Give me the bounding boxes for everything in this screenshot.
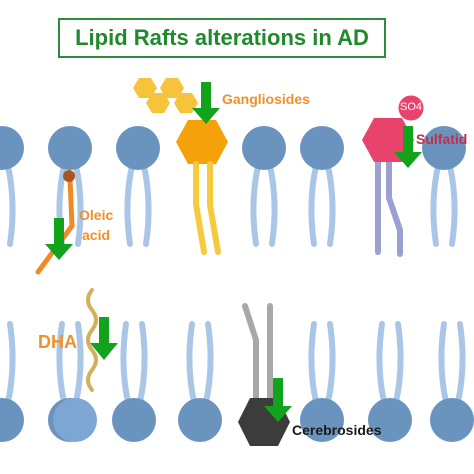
phospholipid bbox=[422, 126, 466, 247]
phospholipid bbox=[300, 126, 344, 247]
cerebrosides-label: Cerebrosides bbox=[292, 422, 382, 438]
sulfatide-head bbox=[362, 118, 414, 162]
oleic-acid-head bbox=[63, 170, 75, 182]
ganglioside-tail bbox=[207, 161, 221, 255]
phospholipid-head bbox=[300, 398, 344, 442]
phospholipid bbox=[178, 321, 222, 442]
cerebroside-molecule bbox=[238, 303, 290, 446]
oleic-acid-molecule bbox=[35, 170, 75, 275]
ganglioside-tail bbox=[193, 161, 207, 255]
phospholipid bbox=[48, 126, 92, 247]
upper-leaflet bbox=[0, 126, 466, 247]
phospholipid-head bbox=[242, 126, 286, 170]
phospholipid-head bbox=[430, 398, 474, 442]
phospholipid-tail bbox=[124, 163, 135, 247]
phospholipid bbox=[242, 126, 286, 247]
decrease-arrow-icon bbox=[192, 82, 220, 124]
lower-leaflet bbox=[0, 321, 474, 442]
phospholipid-head bbox=[0, 398, 24, 442]
phospholipid bbox=[368, 321, 412, 442]
oleic-acid-chain bbox=[35, 175, 75, 275]
diagram-title: Lipid Rafts alterations in AD bbox=[75, 25, 369, 50]
decrease-arrow-icon bbox=[394, 126, 422, 168]
phospholipid-tail bbox=[430, 163, 441, 247]
phospholipid-tail bbox=[267, 163, 278, 247]
oleic-label: Oleic bbox=[79, 207, 114, 223]
decrease-arrow-icon bbox=[45, 218, 73, 260]
phospholipid-head bbox=[116, 126, 160, 170]
decrease-arrow-icon bbox=[264, 378, 292, 422]
so4-label: SO4 bbox=[400, 101, 423, 113]
ganglioside-sugar-chain bbox=[133, 78, 198, 113]
phospholipid-head bbox=[0, 126, 24, 170]
phospholipid-head bbox=[300, 126, 344, 170]
decrease-arrow-icon bbox=[90, 317, 118, 360]
phospholipid-tail bbox=[447, 163, 458, 247]
phospholipid-tail bbox=[325, 321, 336, 405]
ganglioside-molecule bbox=[133, 78, 228, 255]
so4-group bbox=[397, 94, 425, 122]
sulfatide-label: Sulfatid bbox=[416, 131, 468, 147]
phospholipid-head bbox=[422, 126, 466, 170]
dha-head bbox=[53, 398, 97, 442]
phospholipid-head bbox=[48, 126, 92, 170]
phospholipid-tail bbox=[5, 321, 16, 405]
phospholipid bbox=[112, 321, 156, 442]
cerebroside-tail bbox=[242, 303, 259, 411]
phospholipid bbox=[116, 126, 160, 247]
phospholipid-tail bbox=[455, 321, 466, 405]
phospholipid-head bbox=[112, 398, 156, 442]
phospholipid-tail bbox=[141, 163, 152, 247]
phospholipid bbox=[0, 321, 24, 442]
acid-label: acid bbox=[82, 227, 111, 243]
dha-label: DHA bbox=[38, 332, 77, 352]
sulfatide-tail bbox=[386, 157, 403, 257]
phospholipid-head bbox=[368, 398, 412, 442]
phospholipid bbox=[300, 321, 344, 442]
phospholipid-tail bbox=[376, 321, 387, 405]
phospholipid-tail bbox=[308, 321, 319, 405]
phospholipid-tail bbox=[56, 321, 67, 405]
phospholipid-tail bbox=[120, 321, 131, 405]
phospholipid-tail bbox=[393, 321, 404, 405]
gangliosides-label: Gangliosides bbox=[222, 91, 310, 107]
phospholipid-tail bbox=[137, 321, 148, 405]
dha-chain bbox=[86, 288, 98, 392]
phospholipid-tail bbox=[438, 321, 449, 405]
phospholipid-tail bbox=[325, 163, 336, 247]
phospholipid-head bbox=[178, 398, 222, 442]
phospholipid-tail bbox=[73, 163, 84, 247]
phospholipid-tail bbox=[5, 163, 16, 247]
phospholipid bbox=[430, 321, 474, 442]
phospholipid-tail bbox=[203, 321, 214, 405]
phospholipid-tail bbox=[308, 163, 319, 247]
phospholipid-tail bbox=[73, 321, 84, 405]
phospholipid-tail bbox=[186, 321, 197, 405]
phospholipid bbox=[0, 126, 24, 247]
title-box: Lipid Rafts alterations in AD bbox=[58, 18, 386, 58]
ganglioside-head bbox=[176, 120, 228, 164]
sulfatide-molecule bbox=[362, 94, 425, 257]
phospholipid-tail bbox=[250, 163, 261, 247]
